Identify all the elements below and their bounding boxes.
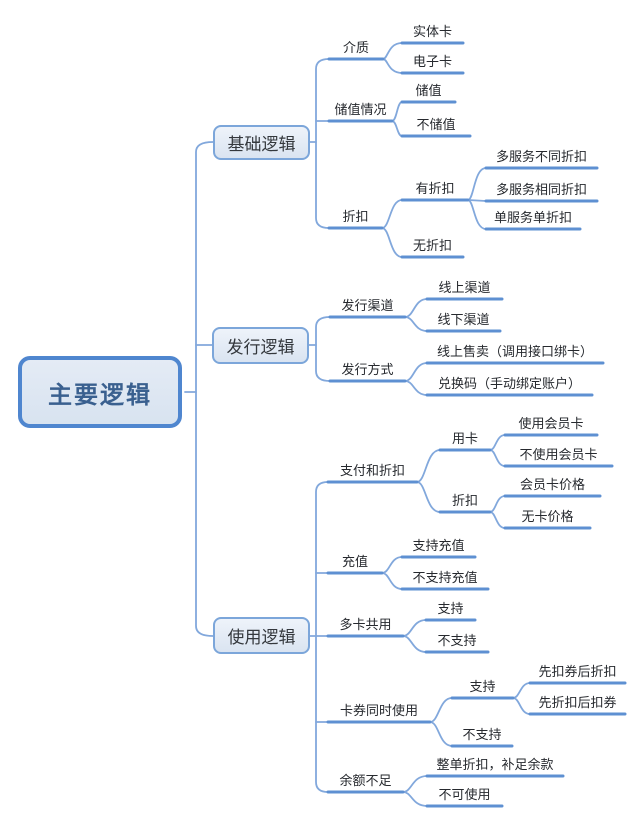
branch-label: 基础逻辑 — [227, 135, 296, 154]
node-support-recharge[interactable]: 支持充值 — [412, 538, 465, 553]
node-discount-first-then-coupon[interactable]: 先折扣后扣券 — [538, 695, 617, 710]
node-electronic-card[interactable]: 电子卡 — [412, 54, 452, 69]
node-discount[interactable]: 折扣 — [342, 209, 369, 224]
node-no-discount[interactable]: 无折扣 — [412, 238, 452, 253]
node-insufficient-balance[interactable]: 余额不足 — [339, 773, 392, 788]
branch-label: 发行逻辑 — [226, 338, 295, 357]
node-stored-value-status[interactable]: 储值情况 — [334, 102, 387, 117]
node-recharge[interactable]: 充值 — [341, 554, 368, 569]
node-coupon-first-then-discount[interactable]: 先扣券后折扣 — [538, 664, 617, 679]
node-medium[interactable]: 介质 — [342, 40, 369, 55]
node-sharing-not-support[interactable]: 不支持 — [437, 633, 477, 648]
node-physical-card[interactable]: 实体卡 — [412, 24, 452, 39]
node-unusable[interactable]: 不可使用 — [438, 787, 491, 802]
node-discount-usage[interactable]: 折扣 — [451, 493, 478, 508]
node-no-card-price[interactable]: 无卡价格 — [521, 509, 574, 524]
node-membership-card-price[interactable]: 会员卡价格 — [519, 477, 585, 492]
node-offline-channel[interactable]: 线下渠道 — [437, 312, 490, 327]
node-together-support[interactable]: 支持 — [469, 679, 496, 694]
node-use-membership-card[interactable]: 使用会员卡 — [518, 416, 584, 431]
node-sharing-support[interactable]: 支持 — [437, 601, 464, 616]
node-issuance-method[interactable]: 发行方式 — [341, 362, 394, 377]
node-payment-and-discount[interactable]: 支付和折扣 — [339, 463, 405, 478]
branch-node-basic-logic[interactable]: 基础逻辑 — [213, 125, 310, 160]
node-redemption-code-manual-bind[interactable]: 兑换码（手动绑定账户） — [437, 376, 581, 391]
branch-label: 使用逻辑 — [227, 628, 296, 647]
node-no-membership-card[interactable]: 不使用会员卡 — [519, 447, 598, 462]
node-online-sale-api-bind[interactable]: 线上售卖（调用接口绑卡） — [436, 344, 593, 359]
node-together-not-support[interactable]: 不支持 — [462, 727, 502, 742]
node-no-stored-value[interactable]: 不储值 — [416, 117, 456, 132]
node-single-service-single-discount[interactable]: 单服务单折扣 — [493, 210, 572, 225]
node-multi-service-same-discount[interactable]: 多服务相同折扣 — [495, 182, 587, 197]
branch-node-issuance-logic[interactable]: 发行逻辑 — [212, 327, 309, 364]
node-full-order-discount-pay-rest[interactable]: 整单折扣，补足余款 — [436, 757, 554, 772]
node-issuance-channel[interactable]: 发行渠道 — [341, 298, 394, 313]
node-not-support-recharge[interactable]: 不支持充值 — [412, 570, 478, 585]
node-multi-service-different-discount[interactable]: 多服务不同折扣 — [495, 149, 587, 164]
root-node[interactable]: 主要逻辑 — [18, 356, 182, 428]
node-card-coupon-together[interactable]: 卡券同时使用 — [339, 703, 418, 718]
node-use-card[interactable]: 用卡 — [451, 431, 478, 446]
node-multi-card-sharing[interactable]: 多卡共用 — [339, 617, 392, 632]
node-online-channel[interactable]: 线上渠道 — [438, 280, 491, 295]
node-stored-value[interactable]: 储值 — [415, 83, 442, 98]
node-has-discount[interactable]: 有折扣 — [415, 181, 455, 196]
root-node-label: 主要逻辑 — [48, 381, 152, 409]
branch-node-usage-logic[interactable]: 使用逻辑 — [213, 617, 310, 654]
